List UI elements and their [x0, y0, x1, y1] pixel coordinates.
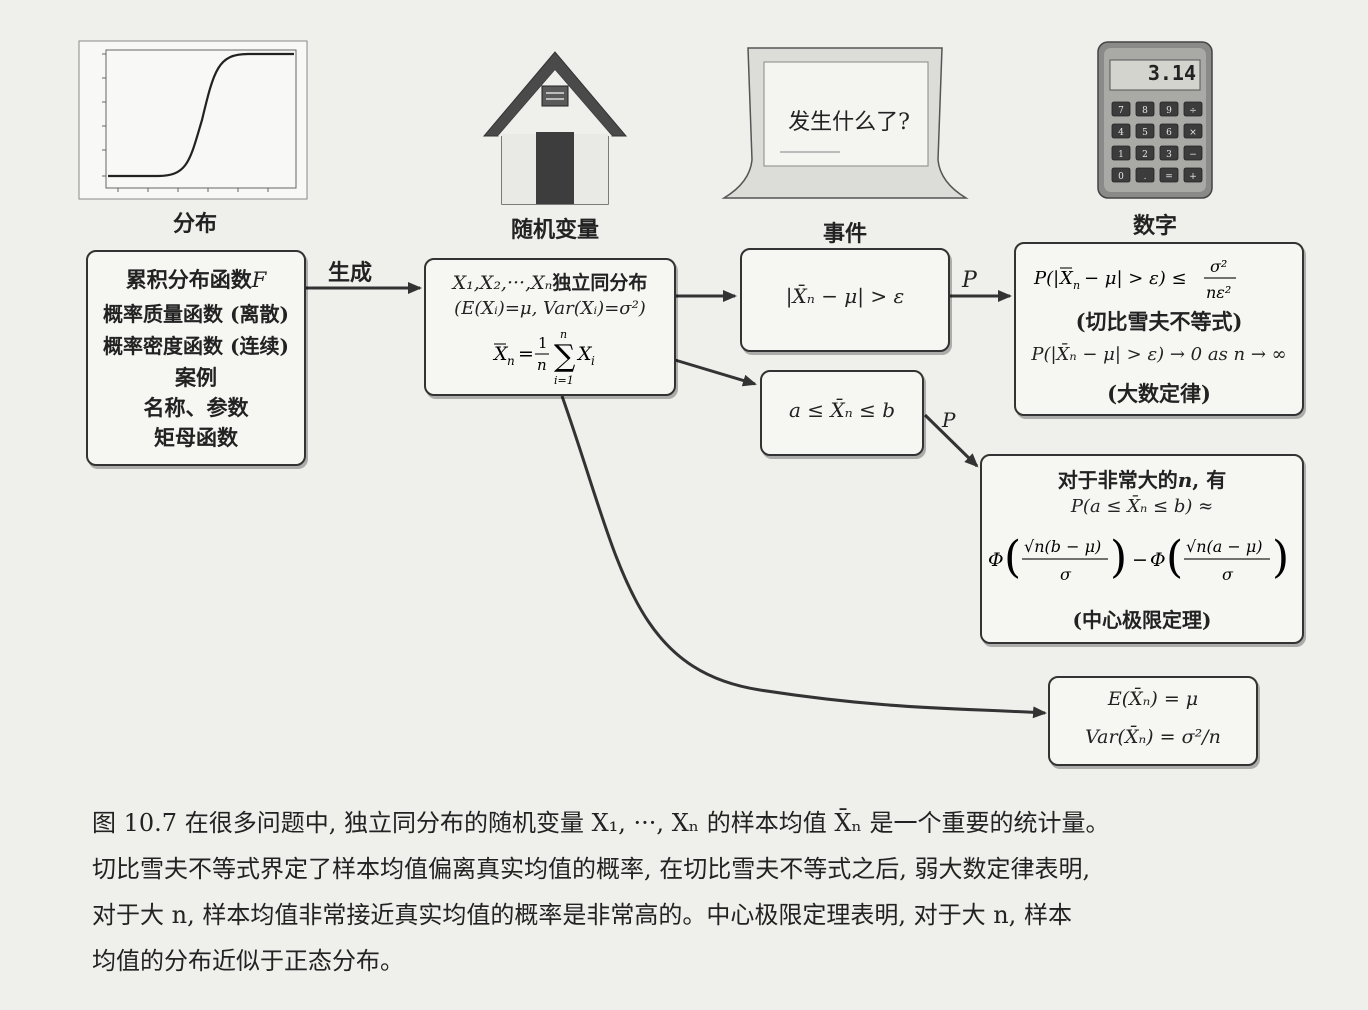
svg-text:=: = [1165, 172, 1173, 182]
svg-text:−: − [1132, 549, 1148, 571]
dist-line2: 概率质量函数 (离散) [103, 302, 289, 326]
svg-text:X: X [492, 343, 509, 365]
lln-expr: P(|X̄ₙ − μ| > ε) → 0 as n → ∞ [1031, 344, 1287, 365]
svg-text:(: ( [1166, 532, 1183, 583]
svg-text:8: 8 [1142, 106, 1148, 116]
moments-variance: Var(X̄ₙ) = σ²/n [1085, 726, 1221, 748]
svg-text:Φ: Φ [1150, 549, 1166, 571]
svg-text:− μ| > ε) ≤: − μ| > ε) ≤ [1084, 268, 1187, 289]
sample-mean-formula: X n = 1 n ∑ n i=1 X i [492, 328, 595, 387]
svg-text:∑: ∑ [554, 339, 576, 374]
svg-text:0: 0 [1118, 172, 1124, 182]
label-random-variable: 随机变量 [510, 217, 599, 243]
rv-line1: X₁,X₂,···,Xₙ独立同分布 [452, 272, 648, 294]
calculator-display: 3.14 [1147, 61, 1196, 85]
caption-line4: 均值的分布近似于正态分布。 [92, 947, 404, 975]
svg-text:X: X [576, 343, 593, 365]
caption-line1: 图 10.7 在很多问题中, 独立同分布的随机变量 X₁, ···, Xₙ 的样… [92, 809, 1110, 837]
label-distribution: 分布 [172, 211, 217, 237]
svg-text:n: n [537, 356, 547, 374]
clt-box: 对于非常大的n, 有 P(a ≤ X̄ₙ ≤ b) ≈ Φ ( √n(b − μ… [980, 454, 1304, 644]
dist-line4: 案例 [175, 365, 217, 390]
svg-text:6: 6 [1166, 128, 1172, 138]
svg-text:7: 7 [1118, 106, 1124, 116]
arrow-interval-to-clt [923, 413, 979, 468]
svg-text:X: X [1058, 268, 1074, 289]
svg-text:n: n [507, 354, 515, 368]
interval-box: a ≤ X̄ₙ ≤ b [760, 370, 924, 456]
screen-icon [720, 40, 970, 210]
arrow-label-p1: P [962, 268, 977, 293]
svg-text:=: = [518, 343, 534, 365]
moments-box: E(X̄ₙ) = μ Var(X̄ₙ) = σ²/n [1048, 676, 1258, 766]
svg-text:÷: ÷ [1189, 106, 1197, 116]
label-event: 事件 [822, 221, 867, 247]
svg-text:n: n [1073, 279, 1080, 292]
svg-text:σ²: σ² [1210, 257, 1227, 276]
svg-text:i: i [591, 354, 595, 368]
caption-line3: 对于大 n, 样本均值非常接近真实均值的概率是非常高的。中心极限定理表明, 对于… [92, 901, 1072, 929]
clt-name: (中心极限定理) [1072, 608, 1212, 632]
svg-text:−: − [1189, 150, 1197, 160]
chebyshev-formula: P(| X n − μ| > ε) ≤ σ² nε² [1033, 257, 1236, 302]
chebyshev-lln-box: P(| X n − μ| > ε) ≤ σ² nε² (切比雪夫不等式) P(|… [1014, 242, 1304, 416]
event-box: |X̄ₙ − μ| > ε [740, 248, 950, 352]
arrow-rv-to-interval [674, 358, 757, 387]
rv-line2: (E(Xᵢ)=μ, Var(Xᵢ)=σ²) [454, 298, 646, 319]
svg-text:n: n [560, 328, 567, 341]
label-number: 数字 [1132, 213, 1177, 239]
svg-text:): ) [1272, 532, 1289, 583]
arrow-rv-to-moments [560, 395, 1047, 719]
svg-text:σ: σ [1060, 565, 1072, 584]
dist-line5: 名称、参数 [143, 395, 249, 420]
event-expr: |X̄ₙ − μ| > ε [785, 284, 905, 308]
chebyshev-name: (切比雪夫不等式) [1075, 309, 1243, 334]
screen-text: 发生什么了? [788, 110, 910, 135]
svg-text:×: × [1189, 128, 1197, 138]
svg-text:P(|: P(| [1033, 268, 1059, 289]
svg-text:+: + [1189, 172, 1197, 182]
arrow-label-generate: 生成 [328, 260, 373, 286]
random-variable-box: X₁,X₂,···,Xₙ独立同分布 (E(Xᵢ)=μ, Var(Xᵢ)=σ²) … [424, 258, 676, 396]
svg-text:4: 4 [1118, 128, 1124, 138]
svg-text:3: 3 [1166, 150, 1172, 160]
arrow-label-p2: P [942, 408, 956, 432]
svg-text:(: ( [1004, 532, 1021, 583]
distribution-box: 累积分布函数F 概率质量函数 (离散) 概率密度函数 (连续) 案例 名称、参数… [86, 250, 306, 466]
moments-mean: E(X̄ₙ) = μ [1107, 688, 1199, 710]
dist-line6: 矩母函数 [154, 425, 238, 450]
house-icon [480, 46, 630, 206]
cdf-plot-icon [78, 40, 308, 200]
dist-line1: 累积分布函数F [125, 267, 267, 292]
dist-line3: 概率密度函数 (连续) [103, 334, 289, 358]
svg-text:1: 1 [1118, 150, 1124, 160]
svg-text:√n(b − μ): √n(b − μ) [1024, 537, 1101, 556]
svg-text:√n(a − μ): √n(a − μ) [1186, 537, 1263, 556]
interval-expr: a ≤ X̄ₙ ≤ b [788, 398, 895, 422]
svg-text:1: 1 [538, 334, 548, 352]
caption-line2: 切比雪夫不等式界定了样本均值偏离真实均值的概率, 在切比雪夫不等式之后, 弱大数… [92, 855, 1091, 883]
clt-formula: Φ ( √n(b − μ) σ ) − Φ ( √n(a − μ) σ ) [988, 532, 1289, 584]
svg-text:5: 5 [1142, 128, 1148, 138]
svg-text:9: 9 [1166, 106, 1172, 116]
lln-name: (大数定律) [1107, 381, 1211, 406]
calculator-icon: 7 8 9 ÷ 4 5 6 × 1 2 3 − 0. = + [1096, 40, 1214, 200]
svg-text:nε²: nε² [1206, 283, 1231, 302]
svg-text:2: 2 [1142, 150, 1148, 160]
svg-text:Φ: Φ [988, 549, 1004, 571]
clt-line2: P(a ≤ X̄ₙ ≤ b) ≈ [1070, 496, 1214, 517]
svg-text:i=1: i=1 [554, 374, 574, 387]
svg-text:.: . [1144, 172, 1147, 182]
clt-line1: 对于非常大的n, 有 [1057, 468, 1227, 492]
svg-text:σ: σ [1222, 565, 1234, 584]
figure-caption: 图 10.7 在很多问题中, 独立同分布的随机变量 X₁, ···, Xₙ 的样… [92, 800, 1292, 984]
svg-text:): ) [1110, 532, 1127, 583]
